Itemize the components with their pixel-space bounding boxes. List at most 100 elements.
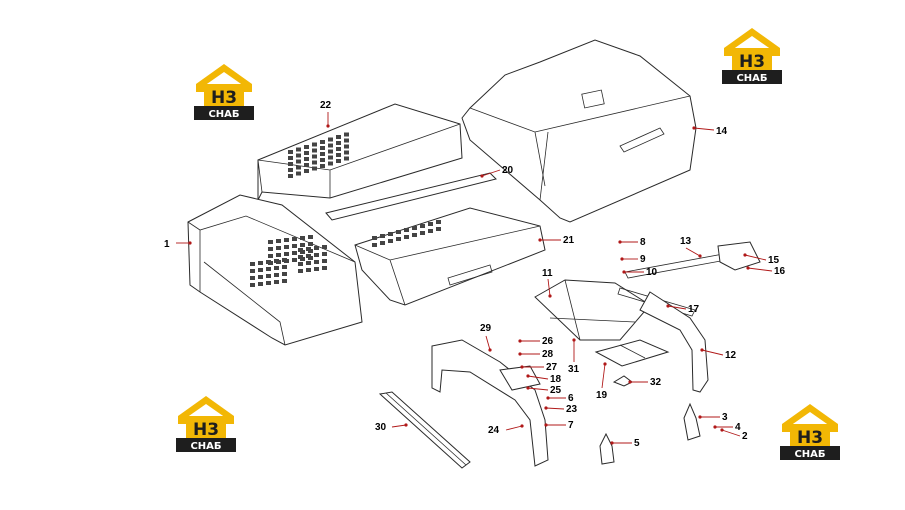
callout-dot-27	[520, 365, 524, 369]
callout-label-22: 22	[320, 100, 332, 111]
part-21-middle-panel	[354, 207, 546, 306]
vent-slot	[266, 260, 271, 264]
callout-dot-12	[700, 348, 704, 352]
callout-label-13: 13	[680, 236, 692, 247]
vent-slot	[312, 148, 317, 153]
vent-slot	[320, 158, 325, 162]
part-14-rear-hood	[461, 39, 697, 223]
callout-dot-1	[188, 241, 192, 245]
callout-label-24: 24	[488, 425, 500, 436]
callout-label-2: 2	[742, 431, 748, 442]
vent-slot	[388, 239, 393, 243]
vent-slot	[258, 282, 263, 286]
vent-slot	[258, 261, 263, 265]
callout-layer: 1234567891011121314151617181920212223242…	[164, 100, 786, 449]
part-30-angle-bar	[378, 391, 471, 469]
part-5-latch	[599, 432, 615, 465]
logo-roof-icon	[782, 404, 838, 432]
vent-slot	[258, 268, 263, 272]
callout-dot-21	[538, 238, 542, 242]
vent-slot	[306, 247, 311, 251]
callout-dot-11	[548, 294, 552, 298]
vent-slot	[284, 245, 289, 249]
vent-slot	[404, 228, 409, 232]
logo-roof-icon	[178, 396, 234, 424]
vent-slot	[266, 281, 271, 285]
callout-dot-24	[520, 424, 524, 428]
part-22-top-grille	[257, 103, 463, 201]
vent-slot	[372, 243, 377, 247]
callout-leader-30	[391, 424, 407, 428]
vent-slot	[282, 258, 287, 262]
vent-slot	[320, 146, 325, 150]
part-12-right-frame	[639, 291, 709, 393]
callout-dot-16	[746, 266, 750, 270]
vent-slot	[420, 224, 425, 228]
logo-top-text: H3	[193, 420, 219, 440]
logo-top-text: H3	[739, 52, 765, 72]
callout-label-23: 23	[566, 404, 578, 415]
part-3-latch	[683, 402, 701, 441]
vent-slot	[322, 252, 327, 256]
vent-slot	[388, 232, 393, 236]
callout-dot-2	[720, 428, 724, 432]
vent-slot	[328, 143, 333, 148]
vent-slot	[344, 138, 349, 143]
part-24-left-frame	[431, 339, 549, 467]
callout-label-30: 30	[375, 422, 387, 433]
vent-slot	[268, 240, 273, 244]
callout-leader-13	[685, 247, 701, 257]
callout-dot-18	[526, 374, 530, 378]
callout-leader-25	[527, 387, 549, 391]
vent-slot	[312, 160, 317, 165]
callout-dot-23	[544, 406, 548, 410]
logo-roof-icon	[724, 28, 780, 56]
vent-slot	[314, 253, 319, 257]
callout-label-11: 11	[542, 268, 553, 279]
vent-slot	[292, 237, 297, 241]
vent-slot	[344, 144, 349, 149]
callout-dot-28	[518, 352, 522, 356]
callout-label-16: 16	[774, 266, 786, 277]
callout-dot-7	[544, 423, 548, 427]
callout-label-32: 32	[650, 377, 662, 388]
callout-dot-13	[698, 254, 702, 258]
callout-label-28: 28	[542, 349, 554, 360]
callout-label-15: 15	[768, 255, 780, 266]
callout-dot-19	[603, 362, 607, 366]
logo-roof-icon	[196, 64, 252, 92]
vent-slot	[250, 283, 255, 287]
callout-label-25: 25	[550, 385, 562, 396]
vent-slot	[328, 161, 333, 166]
callout-leader-16	[747, 267, 773, 272]
vent-slot	[328, 149, 333, 154]
callout-label-18: 18	[550, 374, 562, 385]
callout-dot-4	[713, 425, 717, 429]
vent-slot	[274, 273, 279, 277]
vent-slot	[276, 253, 281, 257]
vent-slot	[436, 220, 441, 224]
vent-slot	[322, 259, 327, 263]
callout-label-6: 6	[568, 393, 574, 404]
logo-top-text: H3	[211, 88, 237, 108]
callout-label-12: 12	[725, 350, 737, 361]
callout-label-10: 10	[646, 267, 658, 278]
vent-slot	[336, 141, 341, 145]
callout-leader-20	[481, 169, 501, 177]
callout-label-14: 14	[716, 126, 728, 137]
vent-slot	[292, 258, 297, 262]
logo-badge	[722, 70, 782, 84]
vent-slot	[284, 252, 289, 256]
callout-leader-17	[667, 305, 687, 310]
vent-slot	[282, 279, 287, 283]
vent-slot	[288, 162, 293, 166]
vent-slot	[322, 266, 327, 270]
callout-leader-24	[505, 425, 523, 431]
vent-slot	[312, 154, 317, 159]
vent-slot	[288, 156, 293, 160]
callout-label-5: 5	[634, 438, 640, 449]
vent-slot	[296, 171, 301, 176]
